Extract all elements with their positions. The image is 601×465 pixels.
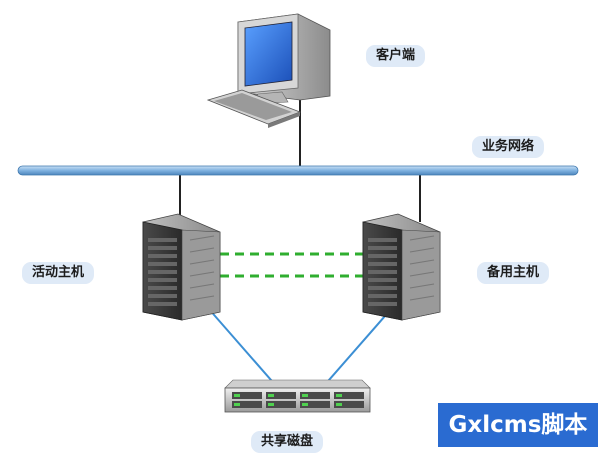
- active-to-disk-line: [207, 307, 279, 389]
- business-network-bus: [17, 165, 579, 176]
- standby-host-label: 备用主机: [477, 262, 550, 284]
- client-label: 客户端: [366, 45, 426, 67]
- standby-to-disk-line: [321, 307, 393, 389]
- server-tower-icon: [362, 213, 441, 321]
- computer-icon: [206, 13, 331, 128]
- active-host-label: 活动主机: [22, 262, 95, 284]
- watermark-logo: Gxlcms脚本: [438, 403, 598, 447]
- server-tower-icon: [142, 213, 221, 321]
- disk-array-icon: [224, 379, 371, 413]
- shared-disk-label: 共享磁盘: [251, 431, 324, 453]
- business-network-label: 业务网络: [472, 136, 545, 158]
